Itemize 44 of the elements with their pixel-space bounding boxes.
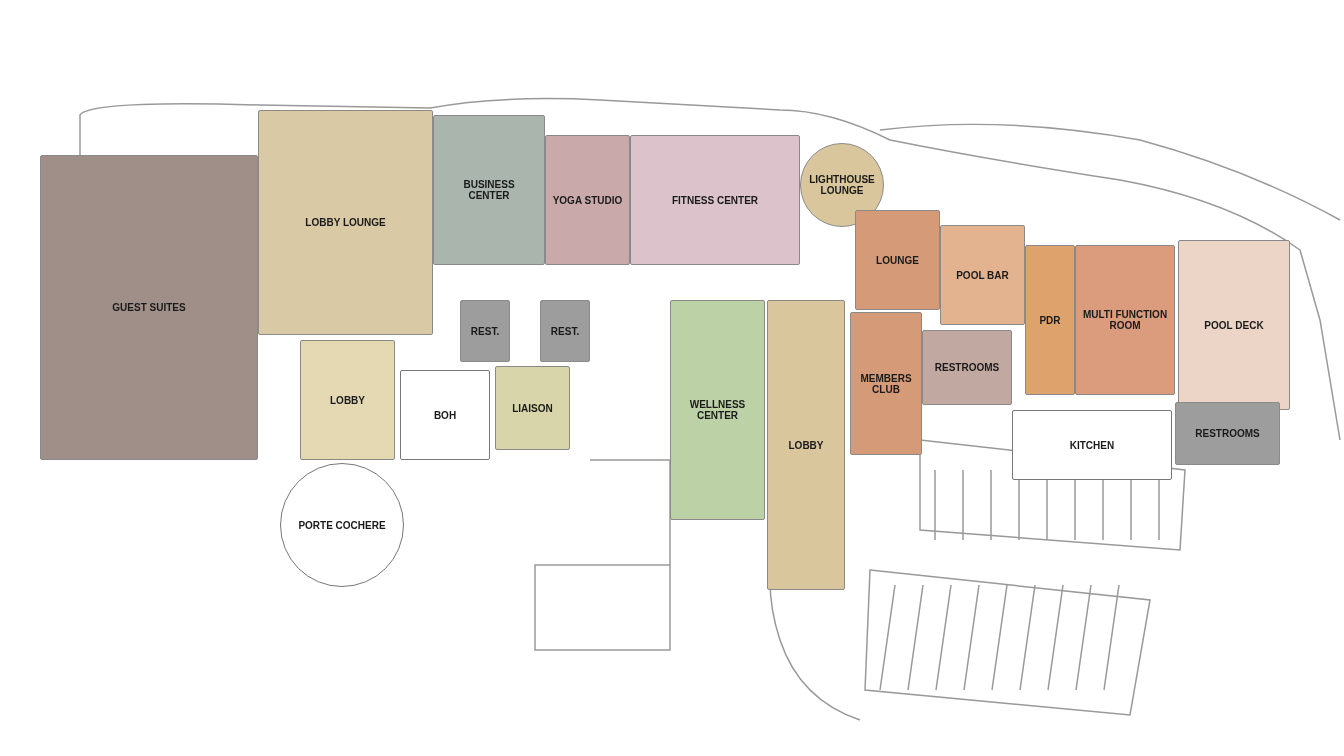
room-area <box>545 135 630 265</box>
room-name: POOL DECK <box>1204 319 1264 331</box>
room-name: LOUNGE <box>876 254 919 266</box>
room-name: GUEST SUITES <box>112 302 186 313</box>
room-area <box>300 340 395 460</box>
room-name: LIGHTHOUSE LOUNGE <box>808 174 876 196</box>
room-name: FITNESS CENTER <box>671 194 759 206</box>
room-area <box>767 300 845 590</box>
room-area <box>495 366 570 450</box>
room-area <box>460 300 510 362</box>
room-name: POOL BAR <box>956 269 1009 281</box>
room-area <box>922 330 1012 405</box>
room-name: RESTROOMS <box>1195 428 1260 439</box>
room-area <box>630 135 800 265</box>
room-area <box>850 312 922 455</box>
room-area <box>1175 402 1280 465</box>
room-area <box>1178 240 1290 410</box>
room-name: RESTROOMS <box>934 362 1000 373</box>
room-area <box>1075 245 1175 395</box>
room-area <box>1025 245 1075 395</box>
room-name: LOBBY LOUNGE <box>305 217 386 228</box>
room-area <box>940 225 1025 325</box>
room-name: PORTE COCHERE <box>298 519 386 531</box>
room-area <box>40 155 258 460</box>
room-name: LIAISON <box>512 402 553 414</box>
room-name: LOBBY <box>788 439 824 451</box>
room-area <box>433 115 545 265</box>
room-area <box>1012 410 1172 480</box>
room-name: BUSINESS CENTER <box>462 179 516 201</box>
room-name: MULTI FUNCTION ROOM <box>1081 309 1169 331</box>
room-area <box>540 300 590 362</box>
room-name: KITCHEN <box>1069 439 1115 451</box>
room-area <box>400 370 490 460</box>
room-area <box>855 210 940 310</box>
room-area <box>258 110 433 335</box>
room-name: WELLNESS CENTER <box>688 399 747 421</box>
room-name: YOGA STUDIO <box>552 194 623 206</box>
room-name: REST. <box>470 325 500 337</box>
room-name: REST. <box>550 325 580 337</box>
room-name: BOH <box>433 409 457 421</box>
room-name: MEMBERS CLUB <box>859 372 913 395</box>
room-name: LOBBY <box>330 394 365 406</box>
room-area <box>670 300 765 520</box>
room-name: PDR <box>1039 314 1061 326</box>
